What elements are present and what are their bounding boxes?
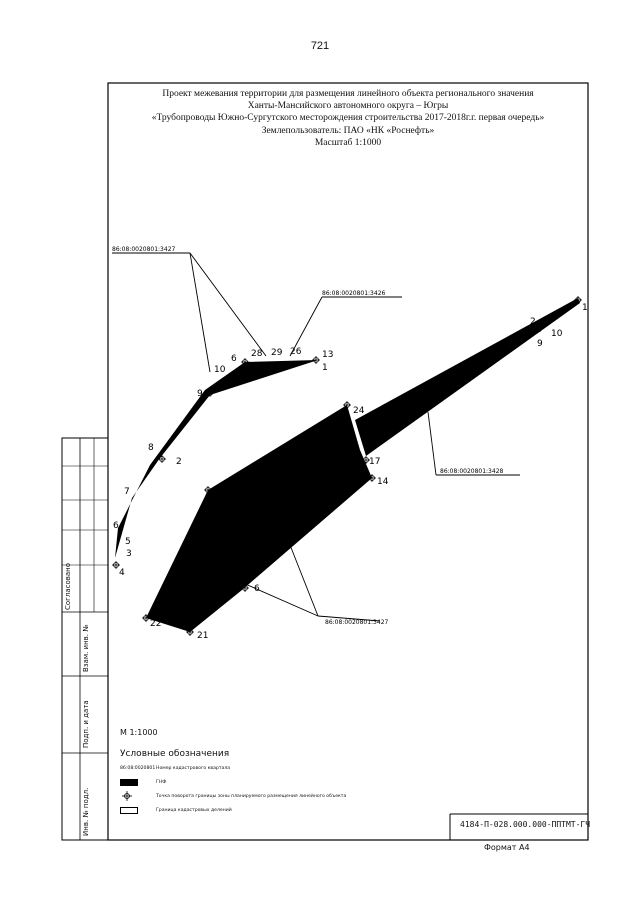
point-marker	[574, 296, 582, 304]
side-label-agreed: Согласовано	[64, 562, 72, 610]
point-marker	[241, 584, 249, 592]
point-number: 10	[214, 365, 226, 375]
turning-point-icon	[122, 791, 132, 801]
point-number: 9	[537, 339, 543, 349]
side-label-inv-number: Инв. № подл.	[82, 787, 90, 836]
header-line-5: Масштаб 1:1000	[314, 137, 382, 148]
point-number: 3	[126, 549, 132, 559]
point-number: 13	[322, 350, 333, 360]
point-marker	[362, 456, 370, 464]
point-marker	[206, 389, 214, 397]
point-number: 9	[197, 389, 203, 399]
fill-swatch-icon	[120, 778, 138, 786]
point-marker	[368, 474, 376, 482]
legend-text: Номер кадастрового квартала	[156, 765, 231, 771]
drawing-header: Проект межевания территории для размещен…	[108, 88, 588, 149]
point-number: 24	[353, 406, 365, 416]
sheet-format: Формат А4	[484, 843, 530, 852]
point-marker	[312, 356, 320, 364]
point-marker	[204, 486, 212, 494]
point-number: 6	[113, 521, 119, 531]
point-number: 2	[530, 317, 536, 327]
zone-upper	[115, 360, 318, 558]
header-line-4: Землепользователь: ПАО «НК «Роснефть»	[261, 125, 435, 136]
page-number: 721	[310, 40, 330, 52]
point-number: 8	[148, 443, 154, 453]
legend-text: Граница кадастровых делений	[156, 807, 232, 813]
side-stamp	[61, 437, 109, 841]
point-marker	[112, 561, 120, 569]
cadastral-label: 86:08:0020801:3428	[440, 468, 504, 475]
legend-text: ГНФ	[156, 779, 167, 785]
point-number: 1	[582, 303, 588, 313]
point-number: 5	[125, 537, 131, 547]
point-number: 25	[360, 427, 371, 437]
point-number: 29	[271, 348, 283, 358]
legend-scale: М 1:1000	[120, 728, 158, 737]
zone-lower	[146, 405, 372, 632]
point-number: 4	[119, 568, 125, 578]
point-number: 1	[322, 363, 328, 373]
legend-code: 86:08:0020801	[120, 765, 156, 771]
point-number: 21	[197, 631, 208, 641]
leader-lines	[112, 252, 520, 622]
point-numbers: 1 2 9 10 1 2 4 5 6 7 8 9 10 13 26 28 29 …	[113, 303, 588, 641]
legend: М 1:1000 Условные обозначения 86:08:0020…	[120, 728, 450, 815]
cadastral-label: 86:08:0020801:3427	[112, 246, 176, 253]
point-marker	[186, 628, 194, 636]
point-number: 14	[377, 477, 389, 487]
point-number: 26	[290, 347, 302, 357]
side-label-signature-date: Подп. и дата	[82, 700, 90, 748]
cadastral-label: 86:08:0020801:3426	[322, 290, 386, 297]
header-line-3: «Трубопроводы Южно-Сургутского месторожд…	[151, 113, 545, 124]
point-number: 6	[231, 354, 237, 364]
point-marker	[241, 358, 249, 366]
legend-item: Граница кадастровых делений	[120, 805, 450, 815]
point-marker	[158, 455, 166, 463]
point-number: 7	[124, 487, 130, 497]
turning-points	[112, 296, 582, 636]
point-marker	[536, 324, 544, 332]
legend-item: 86:08:0020801 Номер кадастрового квартал…	[120, 763, 450, 773]
cadastral-label: 86:08:0020801:3427	[325, 619, 389, 626]
side-label-replace-inv: Взам. инв. №	[82, 624, 90, 672]
point-number: 2	[176, 457, 182, 467]
header-line-2: Ханты-Мансийского автономного округа – Ю…	[247, 101, 449, 112]
legend-text: Точка поворота границы зоны планируемого…	[156, 793, 347, 799]
boundary-box-icon	[120, 806, 138, 814]
point-number: 22	[150, 619, 161, 629]
stamp-code: 4184-П-028.000.000-ППТМТ-ГЧ	[460, 820, 591, 829]
point-number: 6	[254, 584, 260, 594]
point-number: 17	[369, 457, 380, 467]
legend-title: Условные обозначения	[120, 749, 230, 759]
legend-item: Точка поворота границы зоны планируемого…	[120, 791, 450, 801]
point-marker	[142, 614, 150, 622]
point-number: 10	[551, 329, 563, 339]
point-marker	[343, 401, 351, 409]
point-number: 28	[251, 349, 263, 359]
pipeline-strip	[355, 298, 580, 456]
header-line-1: Проект межевания территории для размещен…	[162, 89, 534, 99]
legend-item: ГНФ	[120, 777, 450, 787]
